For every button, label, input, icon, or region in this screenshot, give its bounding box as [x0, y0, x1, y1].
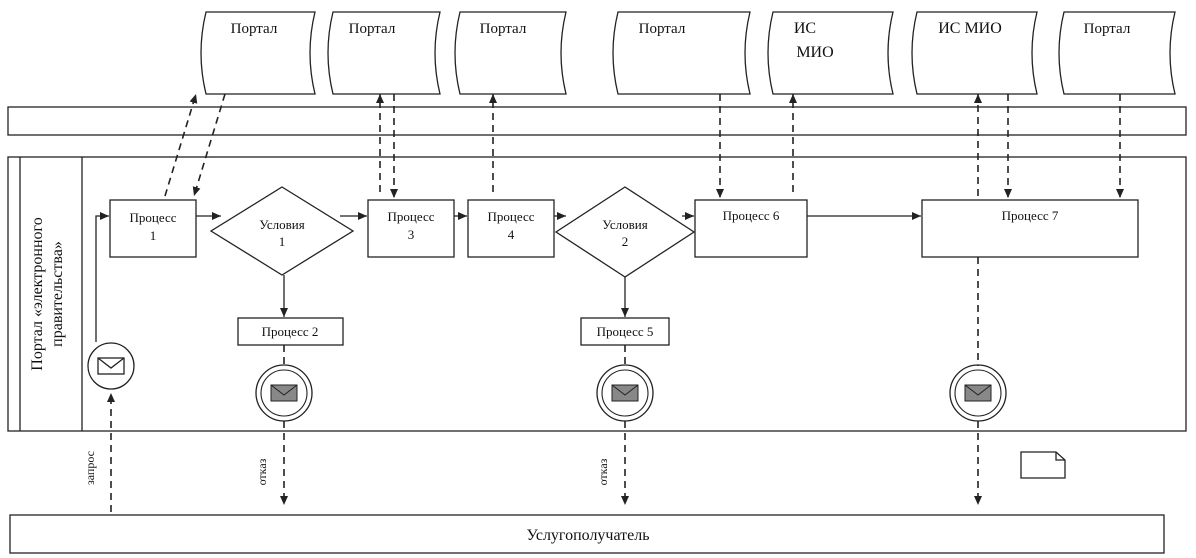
document-icon-fold: [1055, 452, 1065, 461]
process-2: Процесс 2: [237, 317, 344, 346]
envelope-icon: [270, 384, 298, 402]
data-store-label: ИС МИО: [938, 20, 1002, 37]
envelope-icon: [964, 384, 992, 402]
condition-label: Условия: [259, 217, 304, 232]
data-store-is-mio-1: ИС МИО: [767, 11, 894, 95]
message-event-refusal-2: [596, 364, 654, 422]
message-event-result: [949, 364, 1007, 422]
process-label: Процесс: [130, 210, 177, 225]
data-store-label: Портал: [349, 21, 396, 37]
process-label-line2: 1: [150, 228, 157, 243]
data-store-label: Портал: [480, 21, 527, 37]
condition-label-line2: 1: [279, 234, 286, 249]
dataflow-portal-to-process-1: [192, 93, 226, 197]
dataflow-process-1-to-portal: [164, 93, 198, 197]
data-store-label: ИС: [794, 20, 816, 37]
recipient-label: Услугополучатель: [526, 527, 649, 544]
message-event-start: [87, 342, 135, 390]
process-6: Процесс 6: [694, 199, 808, 258]
data-store-label-line2: МИО: [796, 44, 833, 61]
envelope-icon: [97, 357, 125, 375]
condition-label-line2: 2: [622, 234, 629, 249]
label-request: запрос: [83, 451, 97, 485]
recipient-lane: Услугополучатель: [9, 514, 1165, 554]
process-label: Процесс 7: [1002, 208, 1059, 223]
data-store-portal-2: Портал: [327, 11, 441, 95]
data-store-portal-3: Портал: [454, 11, 567, 95]
process-4: Процесс 4: [467, 199, 555, 258]
process-7: Процесс 7: [921, 199, 1139, 258]
label-refusal-1: отказ: [255, 458, 269, 485]
process-label: Процесс: [488, 209, 535, 224]
flow-start-to-process-1: [95, 212, 109, 342]
swimlane-title: Портал «электронного правительства»: [29, 217, 66, 370]
envelope-icon: [611, 384, 639, 402]
process-label: Процесс 5: [597, 324, 654, 339]
process-label: Процесс 6: [723, 208, 780, 223]
system-band: [7, 106, 1187, 136]
process-label: Процесс: [388, 209, 435, 224]
process-3: Процесс 3: [367, 199, 455, 258]
process-label-line2: 3: [408, 227, 415, 242]
process-label-line2: 4: [508, 227, 515, 242]
process-label: Процесс 2: [262, 324, 319, 339]
swimlane-title-line1: Портал «электронного: [29, 217, 46, 370]
label-refusal-2: отказ: [596, 458, 610, 485]
message-event-refusal-1: [255, 364, 313, 422]
document-icon: [1020, 451, 1066, 479]
data-store-label: Портал: [1084, 21, 1131, 37]
data-store-is-mio-2: ИС МИО: [911, 11, 1038, 95]
swimlane-title-line2: правительства»: [49, 241, 66, 347]
condition-1: Условия 1: [209, 186, 355, 276]
process-1: Процесс 1: [109, 199, 197, 258]
data-store-label: Портал: [231, 21, 278, 37]
data-store-label: Портал: [639, 21, 686, 37]
data-store-portal-1: Портал: [200, 11, 316, 95]
data-store-portal-4: Портал: [612, 11, 751, 95]
condition-label: Условия: [602, 217, 647, 232]
data-store-portal-5: Портал: [1058, 11, 1176, 95]
process-5: Процесс 5: [580, 317, 670, 346]
